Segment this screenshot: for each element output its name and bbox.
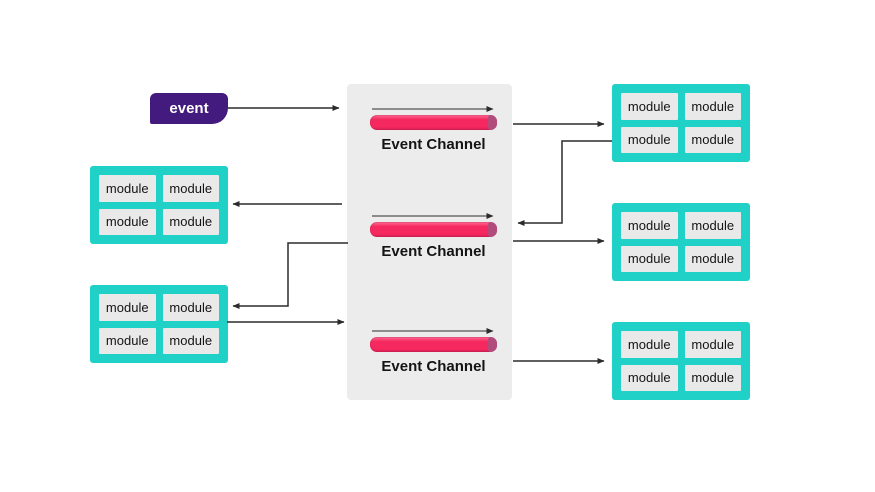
module-cell: module bbox=[621, 364, 678, 391]
arrow-channel2-to-left-bottom bbox=[232, 242, 348, 309]
module-cell: module bbox=[621, 93, 678, 120]
event-box: event bbox=[150, 93, 228, 124]
module-group-right-top: module module module module bbox=[612, 84, 750, 162]
module-cell: module bbox=[162, 175, 219, 202]
module-cell: module bbox=[684, 364, 741, 391]
module-cell: module bbox=[99, 327, 156, 354]
module-group-left-bottom: module module module module bbox=[90, 285, 228, 363]
module-group-left-top: module module module module bbox=[90, 166, 228, 244]
module-cell: module bbox=[684, 93, 741, 120]
module-cell: module bbox=[684, 212, 741, 239]
event-channel-2: Event Channel bbox=[370, 222, 497, 260]
module-cell: module bbox=[162, 208, 219, 235]
module-cell: module bbox=[684, 245, 741, 272]
module-cell: module bbox=[684, 331, 741, 358]
module-cell: module bbox=[99, 208, 156, 235]
event-label: event bbox=[169, 100, 209, 117]
module-cell: module bbox=[99, 175, 156, 202]
event-channel-2-pipe bbox=[370, 222, 497, 237]
module-cell: module bbox=[621, 331, 678, 358]
event-channel-2-label: Event Channel bbox=[381, 243, 486, 260]
module-cell: module bbox=[162, 294, 219, 321]
event-channel-3-pipe bbox=[370, 337, 497, 352]
event-channel-1-pipe bbox=[370, 115, 497, 130]
event-channel-3-label: Event Channel bbox=[381, 358, 486, 375]
arrow-right-top-to-channel2 bbox=[517, 140, 612, 226]
module-group-right-bottom: module module module module bbox=[612, 322, 750, 400]
module-cell: module bbox=[621, 245, 678, 272]
module-cell: module bbox=[621, 126, 678, 153]
event-channel-3: Event Channel bbox=[370, 337, 497, 375]
module-cell: module bbox=[684, 126, 741, 153]
module-cell: module bbox=[621, 212, 678, 239]
module-cell: module bbox=[99, 294, 156, 321]
module-cell: module bbox=[162, 327, 219, 354]
event-channel-1-label: Event Channel bbox=[381, 136, 486, 153]
event-channel-1: Event Channel bbox=[370, 115, 497, 153]
module-group-right-middle: module module module module bbox=[612, 203, 750, 281]
